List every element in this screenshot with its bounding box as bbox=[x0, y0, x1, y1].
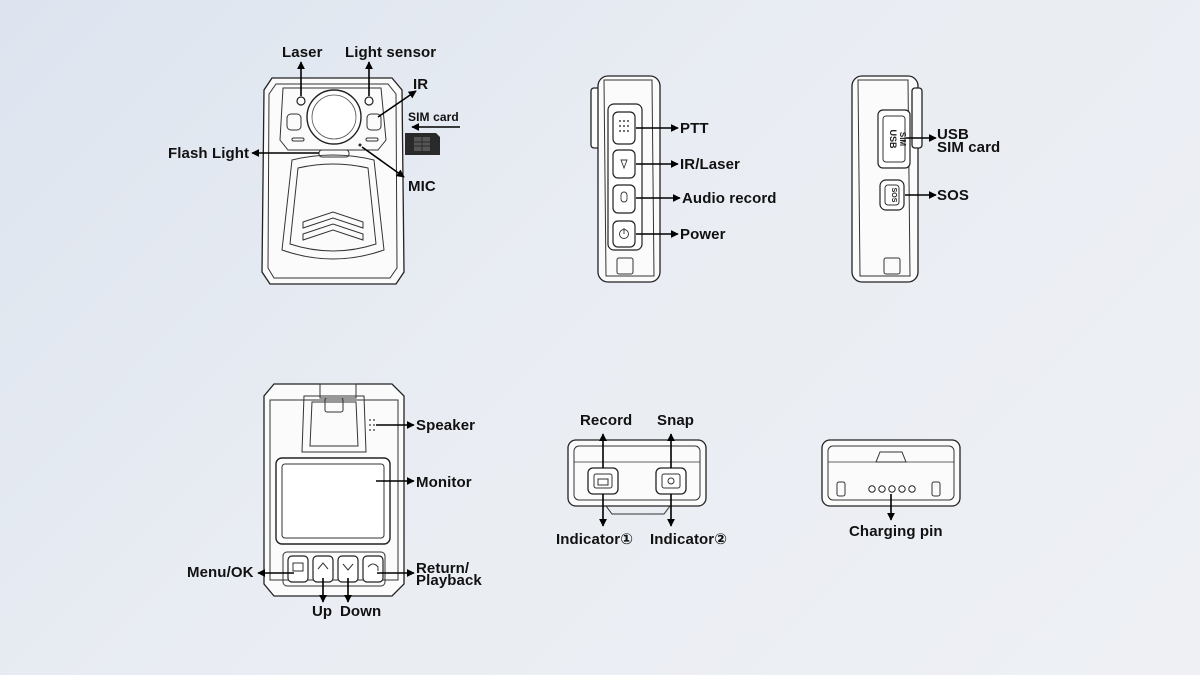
ir-led-left bbox=[286, 113, 302, 131]
ir-laser-button bbox=[612, 149, 636, 179]
bottom-view bbox=[821, 439, 961, 521]
label-laser: Laser bbox=[282, 44, 323, 61]
label-mic: MIC bbox=[408, 178, 436, 195]
label-speaker: Speaker bbox=[416, 417, 476, 434]
label-power: Power bbox=[680, 226, 726, 243]
label-monitor: Monitor bbox=[416, 474, 472, 491]
front-view bbox=[251, 61, 460, 285]
label-ptt: PTT bbox=[680, 120, 709, 137]
label-ir: IR bbox=[413, 76, 429, 93]
label-snap: Snap bbox=[657, 412, 695, 429]
monitor-screen bbox=[275, 457, 391, 545]
usb-sim-cover bbox=[877, 109, 911, 169]
label-light-sensor: Light sensor bbox=[345, 44, 437, 61]
left-side-view bbox=[590, 75, 681, 283]
label-up: Up bbox=[312, 603, 333, 620]
mic-hole bbox=[358, 143, 362, 147]
label-flash-light: Flash Light bbox=[168, 145, 250, 162]
audio-record-button bbox=[612, 184, 636, 214]
snap-button bbox=[655, 467, 687, 495]
menu-ok-button bbox=[287, 555, 309, 583]
label-down: Down bbox=[340, 603, 382, 620]
laser-dot bbox=[296, 96, 306, 106]
label-charging-pin: Charging pin bbox=[849, 523, 943, 540]
camera-lens bbox=[306, 89, 362, 145]
usb-port-text: USB bbox=[888, 129, 898, 149]
back-view bbox=[257, 383, 415, 603]
sos-button-text: SOS bbox=[890, 188, 897, 203]
top-view bbox=[567, 433, 707, 527]
sim-port-text: SIM bbox=[898, 132, 907, 147]
record-button bbox=[587, 467, 619, 495]
label-audio-record: Audio record bbox=[682, 190, 777, 207]
label-ir-laser: IR/Laser bbox=[680, 156, 740, 173]
ir-led-right bbox=[366, 113, 382, 131]
label-record: Record bbox=[580, 412, 633, 429]
label-sos: SOS bbox=[937, 187, 969, 204]
return-playback-button bbox=[362, 555, 384, 583]
ptt-button bbox=[612, 111, 636, 145]
label-return: Return/ bbox=[416, 560, 470, 577]
label-playback: Playback bbox=[416, 572, 482, 589]
label-sim-card-side: SIM card bbox=[937, 139, 1001, 156]
label-indicator-2: Indicator② bbox=[650, 531, 728, 548]
label-menu-ok: Menu/OK bbox=[187, 564, 254, 581]
light-sensor-dot bbox=[364, 96, 374, 106]
charging-pins bbox=[868, 485, 916, 493]
label-indicator-1: Indicator① bbox=[556, 531, 634, 548]
label-sim-card-front: SIM card bbox=[408, 110, 459, 124]
sos-button bbox=[879, 179, 905, 211]
label-usb: USB bbox=[937, 126, 969, 143]
right-side-view: USB SIM SOS bbox=[851, 75, 937, 283]
